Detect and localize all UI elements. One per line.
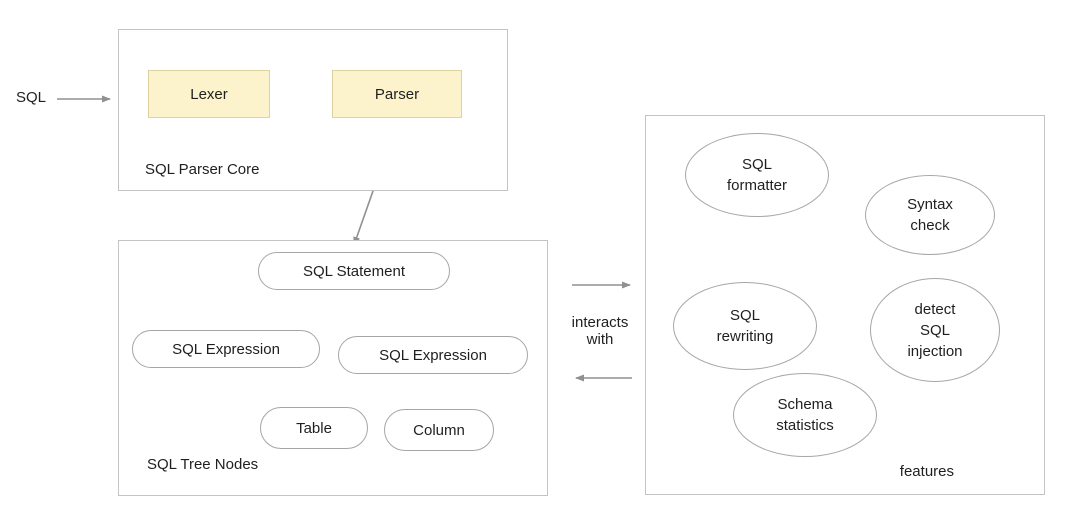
features-label: features bbox=[899, 463, 954, 480]
interacts-with-label: interacts with bbox=[571, 314, 629, 348]
parser-node: Parser bbox=[332, 70, 462, 118]
sql-input-label: SQL bbox=[16, 89, 47, 106]
sql-expression-left-node: SQL Expression bbox=[132, 330, 320, 368]
feature-sql-formatter: SQL formatter bbox=[685, 133, 829, 217]
feature-sql-rewriting: SQL rewriting bbox=[673, 282, 817, 370]
feature-detect-sql-injection-label: detect SQL injection bbox=[907, 300, 963, 360]
sql-parser-core-label: SQL Parser Core bbox=[145, 161, 260, 178]
column-node: Column bbox=[384, 409, 494, 451]
lexer-node: Lexer bbox=[148, 70, 270, 118]
feature-schema-statistics: Schema statistics bbox=[733, 373, 877, 457]
feature-syntax-check: Syntax check bbox=[865, 175, 995, 255]
sql-statement-node-label: SQL Statement bbox=[303, 262, 405, 280]
sql-expression-left-label: SQL Expression bbox=[172, 340, 280, 358]
feature-sql-formatter-label: SQL formatter bbox=[726, 156, 787, 194]
sql-statement-node: SQL Statement bbox=[258, 252, 450, 290]
table-node: Table bbox=[260, 407, 368, 449]
sql-tree-nodes-label: SQL Tree Nodes bbox=[147, 456, 259, 473]
column-node-label: Column bbox=[413, 421, 465, 439]
table-node-label: Table bbox=[296, 419, 332, 437]
feature-syntax-check-label: Syntax check bbox=[907, 196, 953, 234]
feature-schema-statistics-label: Schema statistics bbox=[776, 396, 834, 434]
sql-expression-right-label: SQL Expression bbox=[379, 346, 487, 364]
parser-node-label: Parser bbox=[374, 85, 420, 103]
sql-expression-right-node: SQL Expression bbox=[338, 336, 528, 374]
feature-sql-rewriting-label: SQL rewriting bbox=[716, 307, 774, 345]
lexer-node-label: Lexer bbox=[190, 85, 228, 103]
feature-detect-sql-injection: detect SQL injection bbox=[870, 278, 1000, 382]
